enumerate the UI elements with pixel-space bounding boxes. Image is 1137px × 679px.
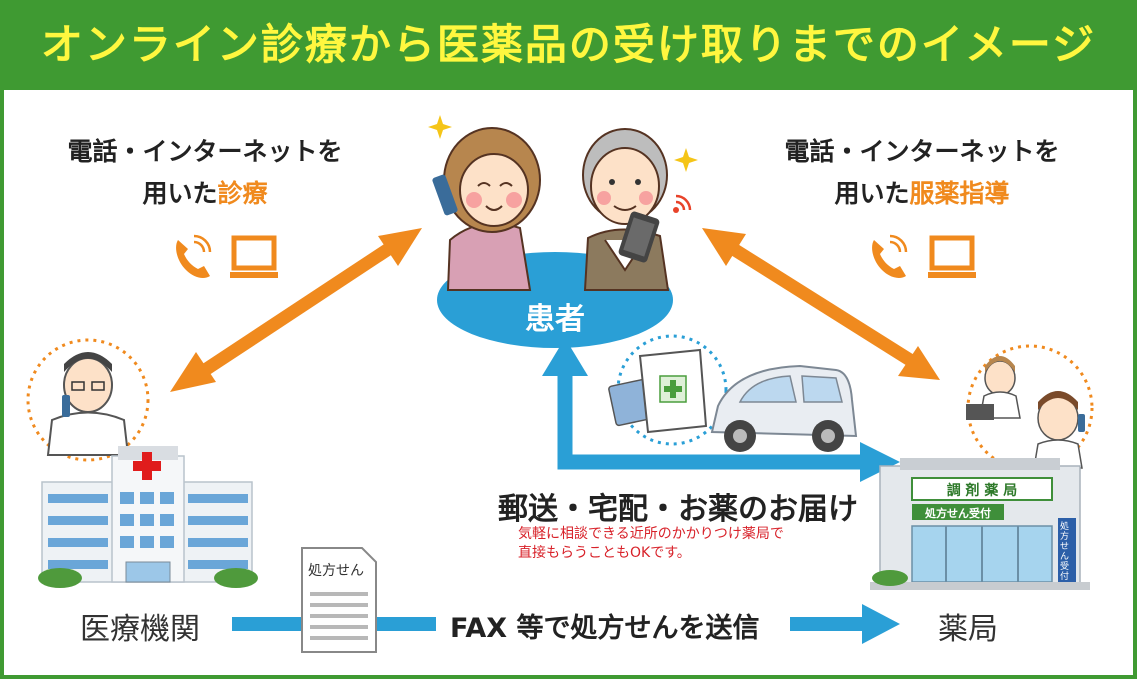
header-title: オンライン診療から医薬品の受け取りまでのイメージ <box>40 20 1097 69</box>
fax-arrow <box>232 604 900 644</box>
delivery-note-line2: 直接もらうこともOKです。 <box>518 545 691 561</box>
patient-label: 患者 <box>525 302 585 337</box>
pharmacy-sign-name: 調 剤 薬 局 <box>946 483 1018 499</box>
right-caption-prefix: 用いた <box>834 179 910 208</box>
arrow-patient-pharmacy <box>702 228 940 380</box>
right-caption-highlight: 服薬指導 <box>909 179 1010 208</box>
left-caption-highlight: 診療 <box>217 179 268 208</box>
left-caption-line1: 電話・インターネットを <box>67 137 343 166</box>
hospital-building <box>38 446 258 588</box>
sparkle-icon <box>674 148 698 172</box>
pharmacist-illustration <box>966 344 1094 472</box>
pharmacy-building <box>870 458 1090 590</box>
right-caption-line2: 用いた服薬指導 <box>772 174 1072 210</box>
right-caption: 電話・インターネットを 用いた服薬指導 <box>772 132 1072 210</box>
pharmacy-sign-counter: 処方せん受付 <box>925 507 991 520</box>
prescription-label: 処方せん <box>308 563 364 579</box>
pharmacy-side-sign: 処方せん受付 <box>1060 522 1070 582</box>
doctor-illustration <box>26 338 150 462</box>
patient-illustration <box>432 127 670 291</box>
laptop-icon <box>928 235 976 278</box>
header-banner: オンライン診療から医薬品の受け取りまでのイメージ <box>0 0 1137 90</box>
signal-icon <box>673 194 692 213</box>
fax-label: FAX 等で処方せんを送信 <box>450 613 760 644</box>
left-caption: 電話・インターネットを 用いた診療 <box>60 132 350 210</box>
phone-icon <box>872 234 908 278</box>
left-caption-prefix: 用いた <box>142 179 218 208</box>
laptop-icon <box>230 235 278 278</box>
medicine-delivery-scene <box>608 334 858 452</box>
pharmacy-label: 薬局 <box>938 612 998 647</box>
delivery-main-text: 郵送・宅配・お薬のお届け <box>498 492 858 527</box>
delivery-note-line1: 気軽に相談できる近所のかかりつけ薬局で <box>518 526 784 542</box>
left-caption-line2: 用いた診療 <box>60 174 350 210</box>
delivery-note: 気軽に相談できる近所のかかりつけ薬局で 直接もらうこともOKです。 <box>518 525 784 563</box>
arrow-hospital-patient <box>170 228 422 392</box>
red-cross-icon <box>133 452 161 480</box>
right-caption-line1: 電話・インターネットを <box>784 137 1060 166</box>
phone-icon <box>176 234 212 278</box>
prescription-document <box>301 547 377 653</box>
hospital-label: 医療機関 <box>80 612 200 647</box>
delivery-arrow <box>542 338 900 482</box>
sparkle-icon <box>428 115 452 139</box>
